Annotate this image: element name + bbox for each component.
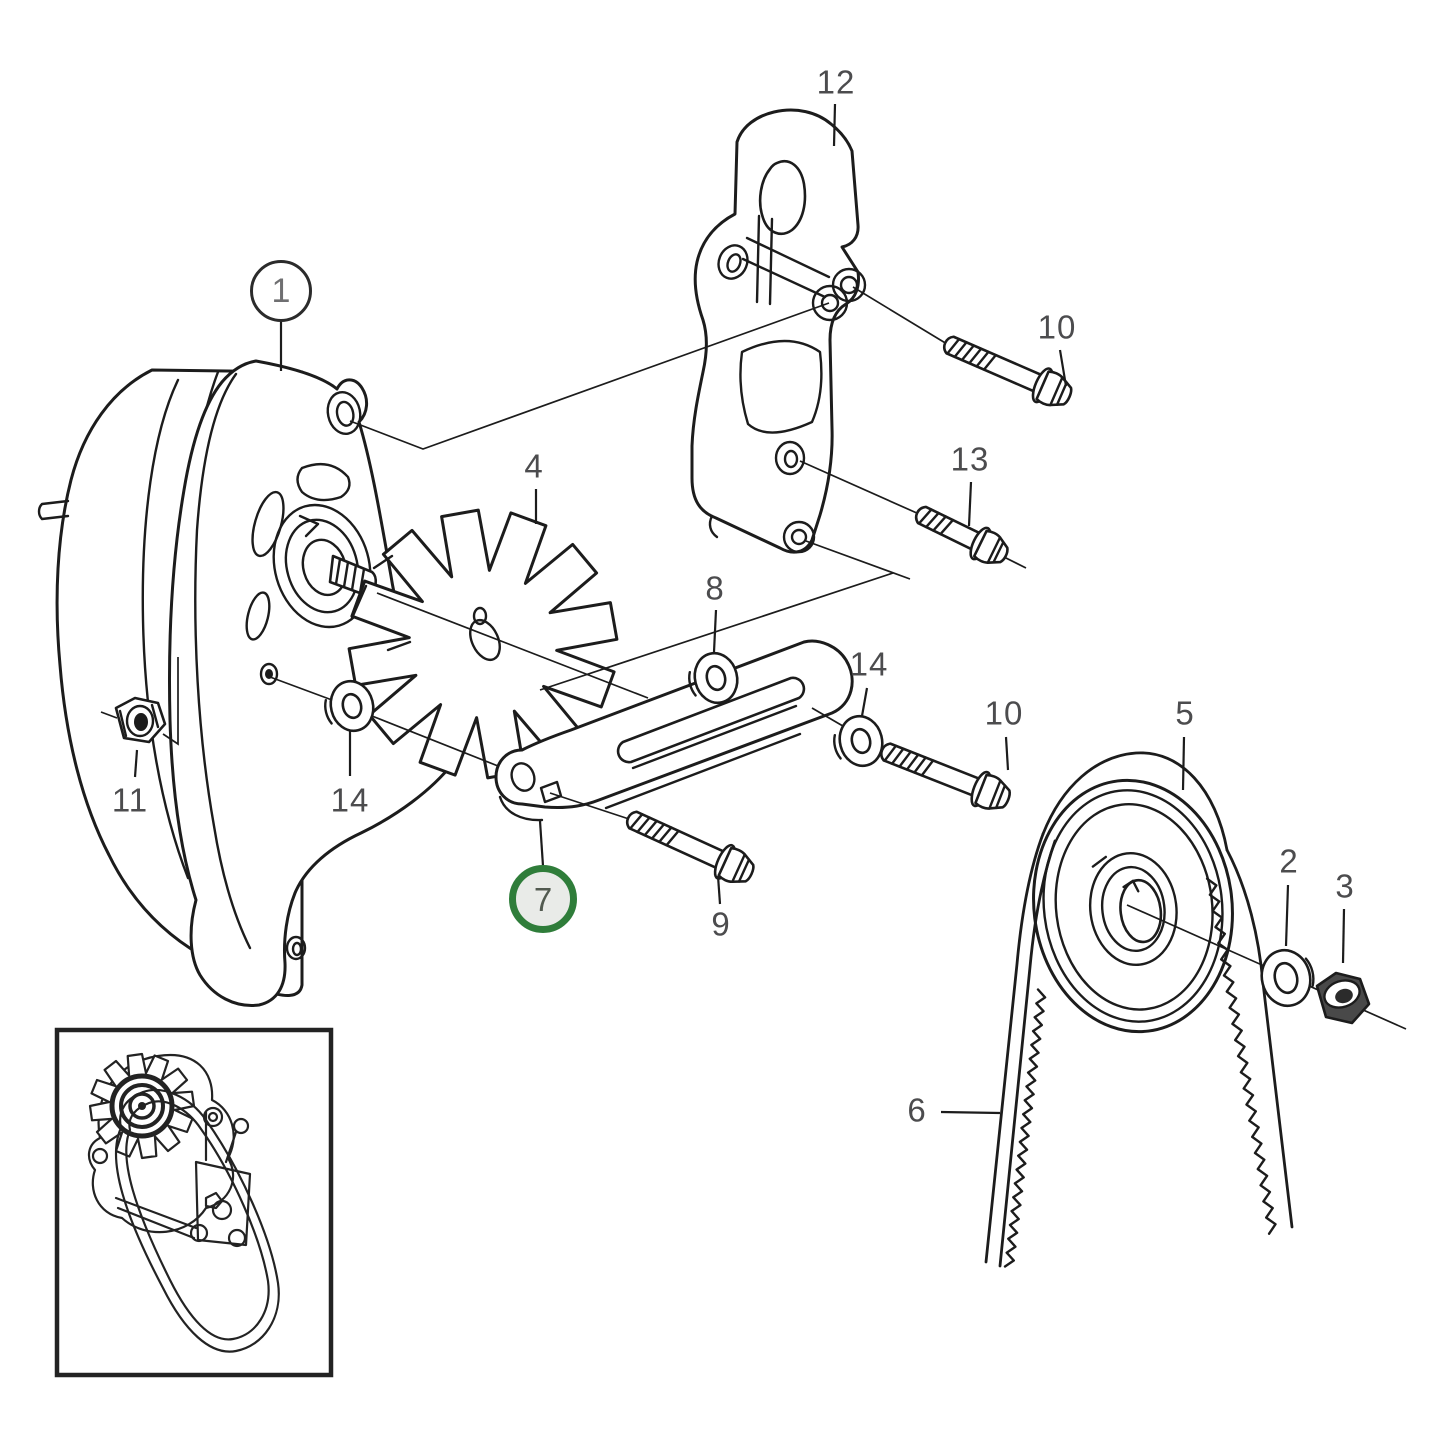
- inset-assembled-view: [54, 1027, 334, 1378]
- callout-8-washer: 8: [705, 569, 725, 607]
- washer-14-right-drawing: [827, 710, 889, 774]
- leader-lines: [133, 103, 1346, 1115]
- callout-14-washer-right: 14: [849, 645, 889, 683]
- adjustment-arm-drawing: [494, 639, 854, 822]
- callout-5-pulley: 5: [1175, 694, 1195, 732]
- nut-3-drawing: [1315, 971, 1371, 1025]
- bolt-10-right-drawing: [874, 732, 1017, 818]
- callout-10-bolt-right: 10: [984, 694, 1024, 732]
- callout-1-alternator: 1: [250, 260, 312, 322]
- callout-12-bracket: 12: [816, 63, 856, 101]
- bolt-13-drawing: [908, 496, 1015, 573]
- callout-2-washer: 2: [1279, 842, 1299, 880]
- nut-11-drawing: [114, 696, 167, 744]
- callout-14-washer-left: 14: [330, 781, 370, 819]
- callout-4-fan: 4: [524, 447, 544, 485]
- callout-3-nut: 3: [1335, 867, 1355, 905]
- callout-10-bolt-top: 10: [1037, 308, 1077, 346]
- alternator-drawing: [37, 359, 465, 1007]
- fan-drawing: [347, 508, 619, 780]
- callout-7-adjustment-arm-highlighted: 7: [509, 865, 577, 933]
- callout-6-belt: 6: [907, 1091, 927, 1129]
- bolt-9-drawing: [619, 800, 761, 892]
- washer-2-drawing: [1260, 948, 1315, 1008]
- bracket-drawing: [690, 108, 867, 554]
- callout-9-bolt: 9: [711, 905, 731, 943]
- callout-13-bolt: 13: [950, 440, 990, 478]
- callout-11-nut: 11: [111, 781, 149, 819]
